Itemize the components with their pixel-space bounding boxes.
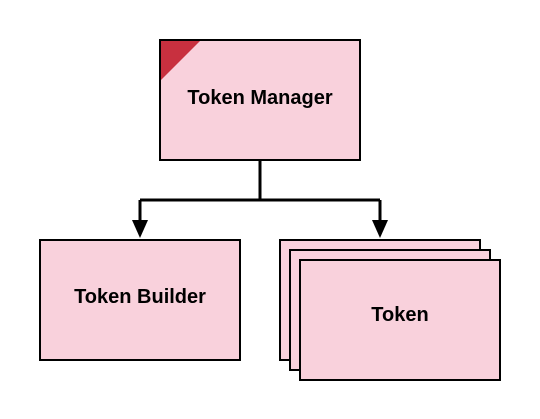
token-manager-box [159,39,361,161]
token-builder-label: Token Builder [74,286,206,308]
token-manager-label: Token Manager [187,87,332,109]
arrowhead-token [372,220,388,238]
corner-flag-icon [161,41,200,80]
arrowhead-token-builder [132,220,148,238]
token-builder-box [39,239,241,361]
token-label: Token [371,304,428,326]
node-token-manager[interactable]: Token Manager [159,39,361,161]
connectors [132,160,388,238]
node-token-stack[interactable]: Token [279,239,501,381]
node-token-builder[interactable]: Token Builder [39,239,241,361]
token-box-front [299,259,501,381]
